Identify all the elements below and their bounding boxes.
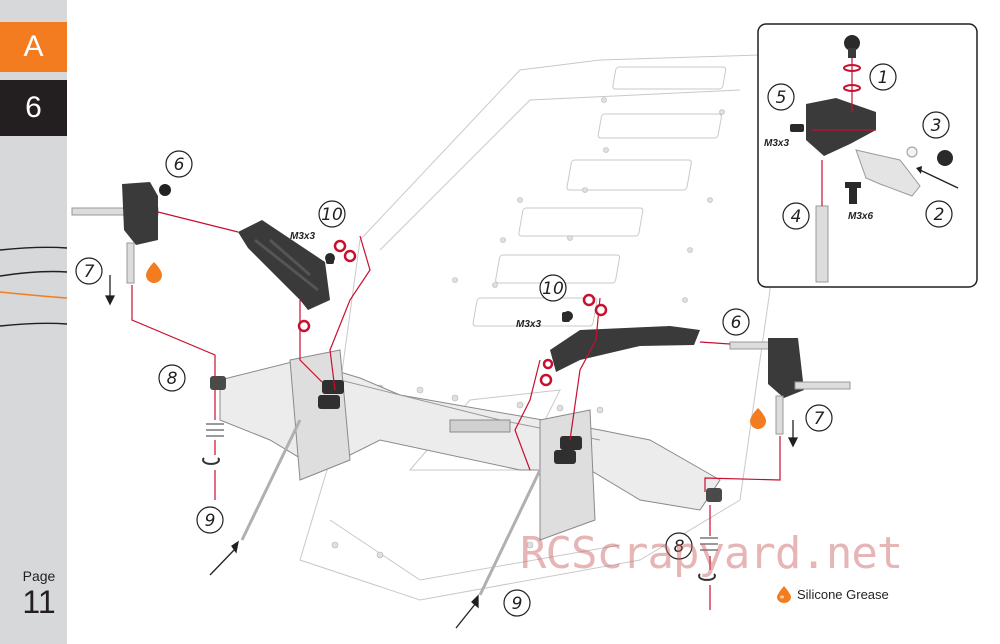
right-steering-knuckle xyxy=(729,338,851,435)
callout-10-left: 10 xyxy=(321,205,343,225)
screw-label-inset-side: M3x3 xyxy=(764,138,789,149)
callout-1: 1 xyxy=(878,68,889,88)
springs xyxy=(206,423,718,551)
detail-inset: 1 2 3 4 5 M3x3 M3x6 xyxy=(757,23,978,288)
step-tab: 6 xyxy=(0,80,67,136)
section-tab: A xyxy=(0,22,67,72)
left-steering-knuckle xyxy=(71,182,171,284)
page-label: Page xyxy=(22,568,56,584)
screws xyxy=(326,254,570,322)
callout-2: 2 xyxy=(934,205,945,225)
callout-3: 3 xyxy=(931,116,942,136)
callout-6-left: 6 xyxy=(174,155,185,175)
callout-7-right: 7 xyxy=(814,409,825,429)
callout-7-left: 7 xyxy=(84,262,95,282)
callout-9-right: 9 xyxy=(512,594,523,614)
callout-4: 4 xyxy=(791,207,802,227)
washers xyxy=(297,239,608,387)
direction-arrows xyxy=(104,275,799,629)
callout-6-right: 6 xyxy=(731,313,742,333)
hinge-pins xyxy=(240,419,542,596)
screw-label-left: M3x3 xyxy=(290,231,315,242)
legend-label: Silicone Grease xyxy=(797,586,889,602)
front-bulkhead xyxy=(219,349,721,541)
screw-label-inset-bottom: M3x6 xyxy=(848,211,873,222)
assembly-lines xyxy=(131,211,781,610)
grease-drop-icon xyxy=(777,586,791,603)
callout-8-left: 8 xyxy=(167,369,178,389)
page-number: 11 xyxy=(22,584,56,620)
screw-label-right: M3x3 xyxy=(516,319,541,330)
callout-numbers: 6 10 7 8 9 10 6 7 8 9 xyxy=(84,155,825,614)
right-upper-arm xyxy=(550,311,700,372)
callout-8-right: 8 xyxy=(674,537,685,557)
page-sidebar: A 6 Page 11 xyxy=(0,0,67,644)
callout-9-left: 9 xyxy=(205,511,216,531)
callout-10-right: 10 xyxy=(542,279,564,299)
legend: Silicone Grease xyxy=(776,585,889,603)
e-clips xyxy=(202,457,716,581)
grease-drop-icon xyxy=(146,262,766,429)
suspension-bushings xyxy=(210,376,722,502)
callout-circles xyxy=(75,150,833,617)
watermark: RCScrapyard.net xyxy=(520,528,903,579)
callout-5: 5 xyxy=(776,88,787,108)
sidebar-swoosh xyxy=(0,246,67,327)
left-upper-arm xyxy=(238,220,335,310)
